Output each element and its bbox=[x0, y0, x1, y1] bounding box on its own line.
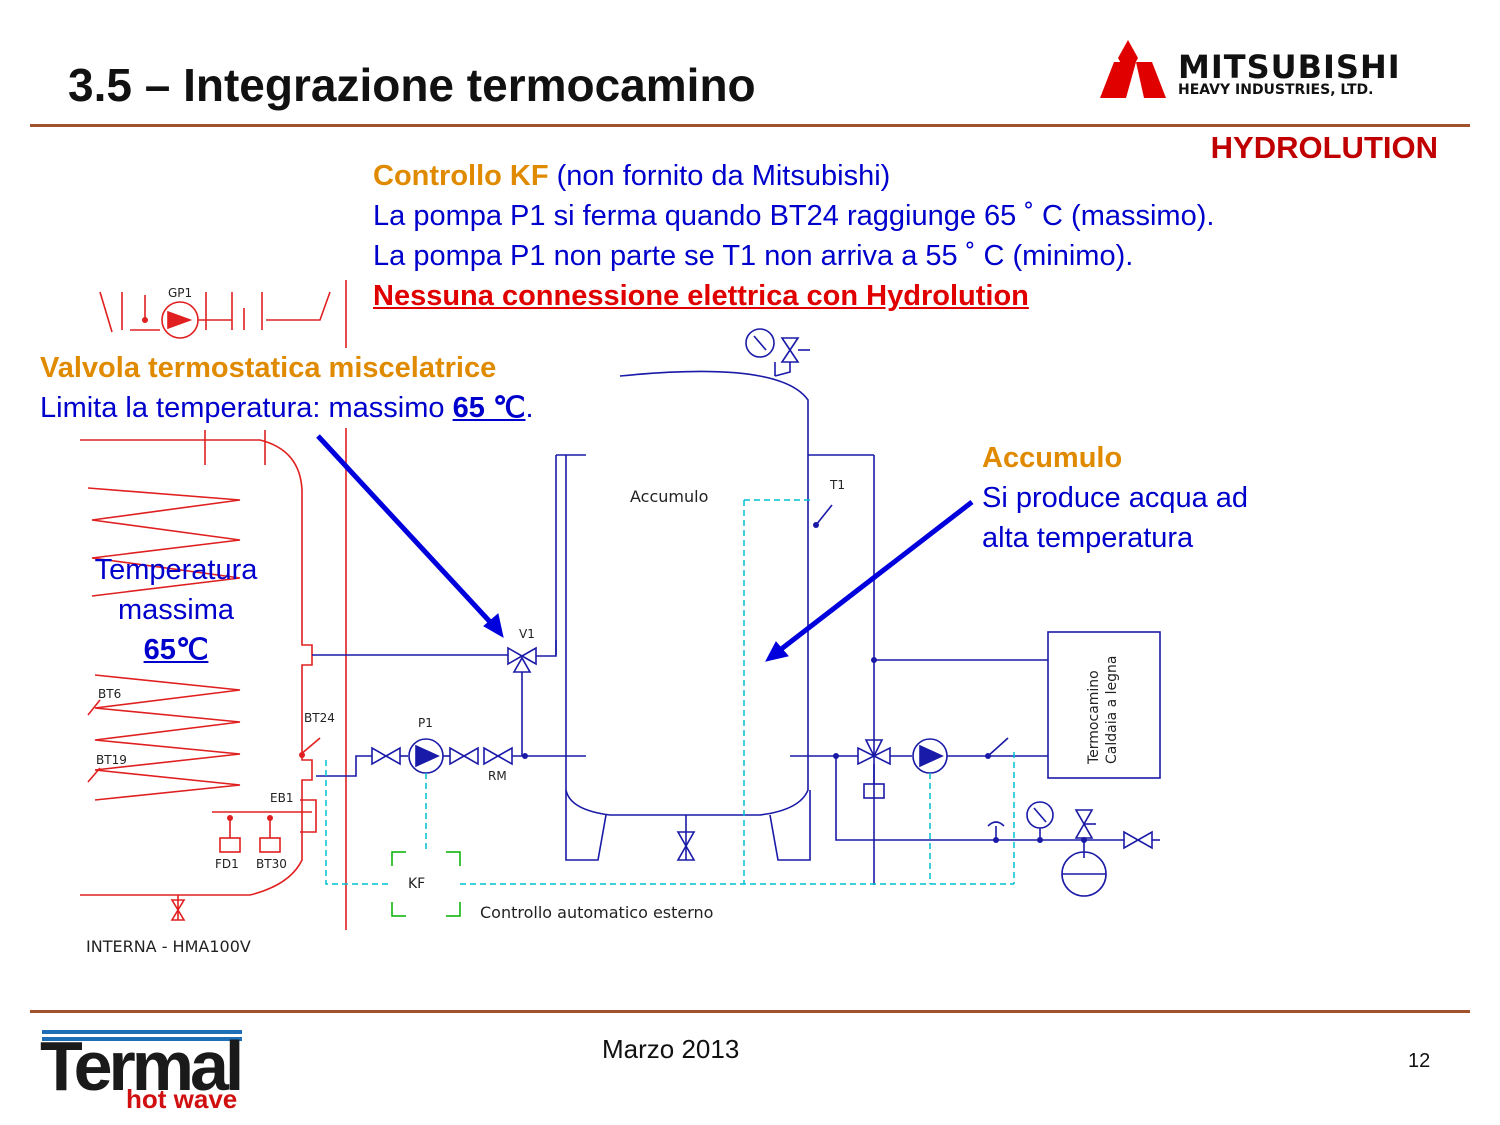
temp-value: 65℃ bbox=[143, 634, 209, 666]
accumulo-note: Accumulo Si produce acqua ad alta temper… bbox=[982, 438, 1248, 558]
caldaia-label: Caldaia a legna bbox=[1104, 656, 1120, 765]
termal-wordmark: Termal bbox=[40, 1027, 244, 1105]
valve-text: Limita la temperatura: massimo bbox=[40, 392, 453, 424]
p1-label: P1 bbox=[418, 716, 433, 730]
kf-control-warning: Nessuna connessione elettrica con Hydrol… bbox=[373, 280, 1029, 312]
termocamino-label: Termocamino bbox=[1086, 670, 1102, 765]
rm-label: RM bbox=[488, 769, 507, 783]
tank-label: Accumulo bbox=[630, 487, 708, 506]
kf-control-line-1: La pompa P1 si ferma quando BT24 raggiun… bbox=[373, 200, 1215, 232]
page-number: 12 bbox=[1408, 1050, 1431, 1072]
bt6-label: BT6 bbox=[98, 687, 121, 701]
mitsubishi-logo: MITSUBISHI HEAVY INDUSTRIES, LTD. bbox=[1098, 38, 1448, 100]
termal-subline: hot wave bbox=[126, 1084, 238, 1114]
temp-line-2: massima bbox=[117, 594, 234, 626]
mitsubishi-subline: HEAVY INDUSTRIES, LTD. bbox=[1178, 82, 1374, 98]
accumulo-line-2: alta temperatura bbox=[982, 522, 1194, 554]
temp-line-1: Temperatura bbox=[94, 554, 258, 586]
bt19-label: BT19 bbox=[96, 753, 127, 767]
fd1-label: FD1 bbox=[215, 857, 239, 871]
kf-control-line-2: La pompa P1 non parte se T1 non arriva a… bbox=[373, 240, 1134, 272]
max-temperature-note: Temperatura massima 65℃ bbox=[86, 550, 266, 670]
mitsubishi-wordmark: MITSUBISHI bbox=[1178, 48, 1401, 86]
auto-control-label: Controllo automatico esterno bbox=[480, 903, 713, 922]
page-title: 3.5 – Integrazione termocamino bbox=[68, 59, 756, 111]
internal-unit-label: INTERNA - HMA100V bbox=[86, 937, 251, 956]
kf-label: KF bbox=[408, 876, 425, 892]
accumulo-heading: Accumulo bbox=[982, 442, 1123, 474]
kf-control-note: Controllo KF (non fornito da Mitsubishi)… bbox=[373, 156, 1214, 316]
gp1-label: GP1 bbox=[168, 286, 192, 300]
kf-control-subheading: (non fornito da Mitsubishi) bbox=[548, 160, 891, 192]
eb1-label: EB1 bbox=[270, 791, 293, 805]
kf-control-heading: Controllo KF bbox=[373, 160, 549, 192]
product-line-label: HYDROLUTION bbox=[1210, 130, 1438, 165]
valve-heading: Valvola termostatica miscelatrice bbox=[40, 352, 497, 384]
termal-logo: Termal hot wave bbox=[40, 1024, 250, 1114]
footer-date: Marzo 2013 bbox=[602, 1034, 740, 1064]
valve-period: . bbox=[525, 392, 534, 424]
bt30-label: BT30 bbox=[256, 857, 287, 871]
t1-label: T1 bbox=[829, 478, 845, 492]
accumulo-line-1: Si produce acqua ad bbox=[982, 482, 1249, 514]
mitsubishi-diamonds-icon bbox=[1100, 40, 1166, 98]
header-divider bbox=[30, 124, 1470, 127]
termal-stripes-icon bbox=[42, 1030, 242, 1041]
valve-note: Valvola termostatica miscelatrice Limita… bbox=[40, 348, 534, 428]
bt24-label: BT24 bbox=[304, 711, 335, 725]
v1-label: V1 bbox=[519, 627, 535, 641]
valve-max-value: 65 ℃ bbox=[452, 392, 526, 424]
footer-divider bbox=[30, 1010, 1470, 1013]
